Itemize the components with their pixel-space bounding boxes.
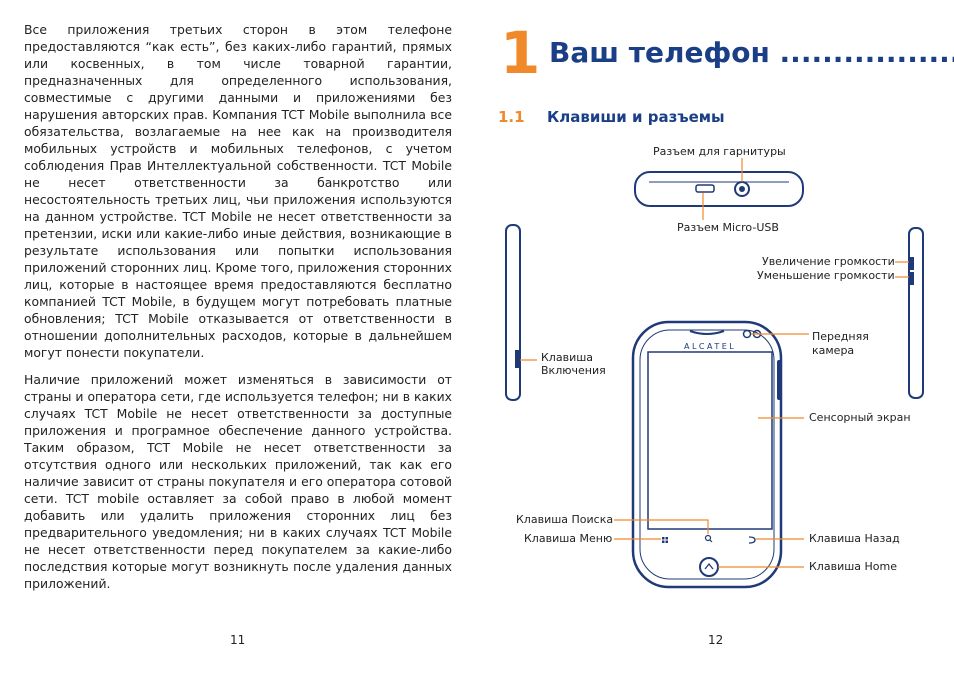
back-key-icon (748, 536, 756, 544)
power-key-icon (515, 350, 520, 368)
label-micro-usb: Разъем Micro-USB (677, 221, 779, 234)
earpiece-icon (689, 330, 725, 335)
micro-usb-port-icon (695, 184, 715, 193)
label-volume-down: Уменьшение громкости (757, 269, 895, 282)
right-page: 1 Ваш телефон .................. 1.1 Кла… (477, 0, 954, 678)
left-page: Все приложения третьих сторон в этом тел… (24, 22, 452, 647)
chapter-number: 1 (500, 19, 541, 87)
page-number-right: 12 (708, 633, 724, 647)
menu-key-icon (662, 537, 668, 543)
phone-front-view: ALCATEL (631, 320, 783, 589)
phone-right-side-view (908, 227, 924, 399)
label-headset-jack: Разъем для гарнитуры (653, 145, 786, 158)
label-menu-key: Клавиша Меню (524, 532, 613, 545)
phone-left-side-view (505, 224, 521, 401)
brand-logo: ALCATEL (684, 342, 736, 351)
label-touch-screen: Сенсорный экран (809, 411, 911, 424)
home-key-icon (699, 557, 719, 577)
label-power-key-line2: Включения (541, 364, 606, 377)
label-search-key: Клавиша Поиска (516, 513, 614, 526)
label-back-key: Клавиша Назад (809, 532, 900, 545)
section-title: Клавиши и разъемы (547, 108, 725, 126)
volume-up-key-icon (909, 257, 914, 270)
volume-down-key-icon (909, 272, 914, 285)
touch-screen-area (647, 351, 773, 530)
paragraph-third-party-apps: Все приложения третьих сторон в этом тел… (24, 22, 452, 360)
chapter-title: Ваш телефон .................. (549, 36, 954, 69)
label-home-key: Клавиша Home (809, 560, 897, 573)
page-number-left: 11 (230, 633, 246, 647)
front-camera-icon (742, 329, 752, 339)
label-power-key-line1: Клавиша (541, 351, 594, 364)
search-key-icon (704, 534, 713, 543)
label-volume-up: Увеличение громкости (762, 255, 895, 268)
paragraph-app-availability: Наличие приложений может изменяться в за… (24, 372, 452, 591)
label-front-camera-line1: Передняя (812, 330, 869, 343)
phone-top-view (634, 171, 804, 207)
section-number: 1.1 (498, 108, 525, 126)
phone-diagram: ALCATEL (505, 158, 924, 589)
label-front-camera-line2: камера (812, 344, 855, 357)
